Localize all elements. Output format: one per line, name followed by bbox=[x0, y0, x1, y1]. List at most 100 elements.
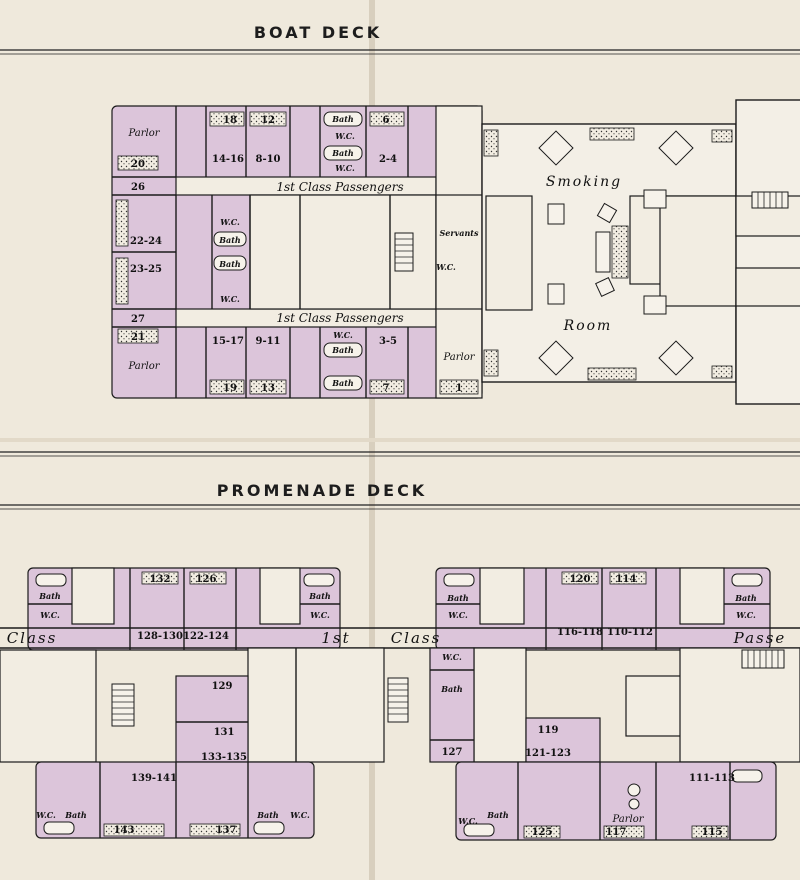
table-icon bbox=[658, 130, 694, 166]
smoking-room: Smoking Room bbox=[481, 123, 737, 383]
wc-label: W.C. bbox=[333, 330, 353, 340]
promenade-cabin-block-bottom-right: W.C. Bath 127 119 121-123 111-113 125 11… bbox=[429, 647, 777, 841]
cabin-139-141: 139-141 bbox=[131, 773, 177, 784]
settee-icon bbox=[595, 231, 611, 273]
cabin-117: 117 bbox=[606, 827, 627, 838]
cabin-12: 12 bbox=[261, 115, 275, 126]
cabin-133-135: 133-135 bbox=[201, 752, 247, 763]
cabin-9-11: 9-11 bbox=[255, 336, 280, 347]
cabin-27: 27 bbox=[131, 314, 145, 325]
bath-label: Bath bbox=[308, 591, 331, 601]
wc-label: W.C. bbox=[220, 217, 240, 227]
cabin-26: 26 bbox=[131, 182, 145, 193]
cabin-111-113: 111-113 bbox=[689, 773, 735, 784]
cabin-13: 13 bbox=[261, 383, 275, 394]
chair-icon bbox=[547, 283, 565, 305]
bath-label: Bath bbox=[486, 810, 509, 820]
settee-icon bbox=[587, 367, 637, 381]
chair-icon bbox=[643, 295, 667, 315]
cabin-21: 21 bbox=[131, 332, 145, 343]
promenade-cabin-block-top-right: 120 114 116-118 110-112 Bath W.C. Bath W… bbox=[435, 567, 771, 651]
settee-icon bbox=[589, 127, 635, 141]
cabin-127: 127 bbox=[442, 747, 463, 758]
wc-label: W.C. bbox=[736, 610, 756, 620]
settee-icon bbox=[611, 225, 629, 279]
stair-icon bbox=[394, 232, 414, 272]
bath-label: Bath bbox=[331, 114, 354, 124]
cabin-7: 7 bbox=[383, 383, 390, 394]
corridor-label-right: Passe bbox=[733, 629, 787, 647]
bath-label: Bath bbox=[440, 684, 463, 694]
casing-left bbox=[0, 649, 97, 763]
parlor-label: Parlor bbox=[611, 814, 644, 825]
cabin-143: 143 bbox=[114, 825, 135, 836]
table-icon bbox=[538, 340, 574, 376]
bath-label: Bath bbox=[64, 810, 87, 820]
stair-icon bbox=[387, 677, 409, 723]
cabin-131: 131 bbox=[214, 727, 235, 738]
cabin-15-17: 15-17 bbox=[212, 336, 244, 347]
cabin-128-130: 128-130 bbox=[137, 631, 183, 642]
promenade-corridor: Class 1st Class Passe bbox=[0, 627, 800, 649]
corridor-label-center-2: Class bbox=[391, 629, 442, 647]
stair-icon bbox=[111, 683, 135, 727]
cabin-120: 120 bbox=[570, 574, 591, 585]
parlor-label-bottom-left: Parlor bbox=[127, 361, 160, 372]
cabin-1: 1 bbox=[456, 383, 463, 394]
parlor-label-top-left: Parlor bbox=[127, 128, 160, 139]
promenade-cabin-block-bottom-left: 129 131 133-135 139-141 143 137 Bath W.C… bbox=[35, 675, 315, 839]
servants-label: Servants bbox=[440, 228, 479, 238]
cabin-119: 119 bbox=[538, 725, 559, 736]
cabin-132: 132 bbox=[150, 574, 171, 585]
cabin-129: 129 bbox=[212, 681, 233, 692]
cabin-122-124: 122-124 bbox=[183, 631, 229, 642]
cabin-121-123: 121-123 bbox=[525, 748, 571, 759]
cabin-14-16: 14-16 bbox=[212, 154, 244, 165]
corridor-label-center-1: 1st bbox=[321, 629, 350, 647]
boat-deck-cabin-block: Parlor Parlor Parlor 1st Class Passenger… bbox=[111, 105, 483, 399]
bath-label: Bath bbox=[38, 591, 61, 601]
wc-label: W.C. bbox=[310, 610, 330, 620]
bath-label: Bath bbox=[734, 593, 757, 603]
stair-icon bbox=[741, 649, 785, 669]
boat-deck-title: BOAT DECK bbox=[254, 23, 382, 42]
cabin-125: 125 bbox=[532, 827, 553, 838]
cabin-22-24: 22-24 bbox=[130, 236, 162, 247]
casing-right bbox=[473, 647, 527, 763]
smoking-room-label-2: Room bbox=[563, 318, 613, 334]
bath-label: Bath bbox=[218, 259, 241, 269]
corridor-label-bottom: 1st Class Passengers bbox=[276, 311, 403, 325]
wc-label: W.C. bbox=[36, 810, 56, 820]
smoking-room-label-1: Smoking bbox=[546, 174, 622, 190]
wc-label: W.C. bbox=[448, 610, 468, 620]
cabin-116-118: 116-118 bbox=[557, 627, 603, 638]
cabin-23-25: 23-25 bbox=[130, 264, 162, 275]
table-icon bbox=[628, 798, 640, 810]
corridor-label-top: 1st Class Passengers bbox=[276, 180, 403, 194]
cabin-18: 18 bbox=[223, 115, 237, 126]
table-icon bbox=[627, 783, 641, 797]
bath-label: Bath bbox=[256, 810, 279, 820]
wc-label: W.C. bbox=[436, 262, 456, 272]
wc-label: W.C. bbox=[40, 610, 60, 620]
corridor-label-left: Class bbox=[7, 629, 58, 647]
chair-icon bbox=[596, 202, 618, 224]
parlor-label-bottom-right: Parlor bbox=[442, 352, 475, 363]
cabin-137: 137 bbox=[216, 825, 237, 836]
wc-label: W.C. bbox=[290, 810, 310, 820]
promenade-deck-title: PROMENADE DECK bbox=[217, 481, 427, 500]
bath-label: Bath bbox=[446, 593, 469, 603]
chair-icon bbox=[643, 189, 667, 209]
bath-label: Bath bbox=[331, 148, 354, 158]
cabin-20: 20 bbox=[131, 159, 145, 170]
wc-label: W.C. bbox=[458, 816, 478, 826]
stair-icon bbox=[751, 191, 789, 209]
cabin-114: 114 bbox=[616, 574, 637, 585]
cabin-6: 6 bbox=[383, 115, 390, 126]
chair-icon bbox=[595, 277, 615, 297]
wc-label: W.C. bbox=[335, 131, 355, 141]
boat-deck-right-block bbox=[735, 99, 800, 405]
cabin-2-4: 2-4 bbox=[379, 154, 397, 165]
table-icon bbox=[658, 340, 694, 376]
